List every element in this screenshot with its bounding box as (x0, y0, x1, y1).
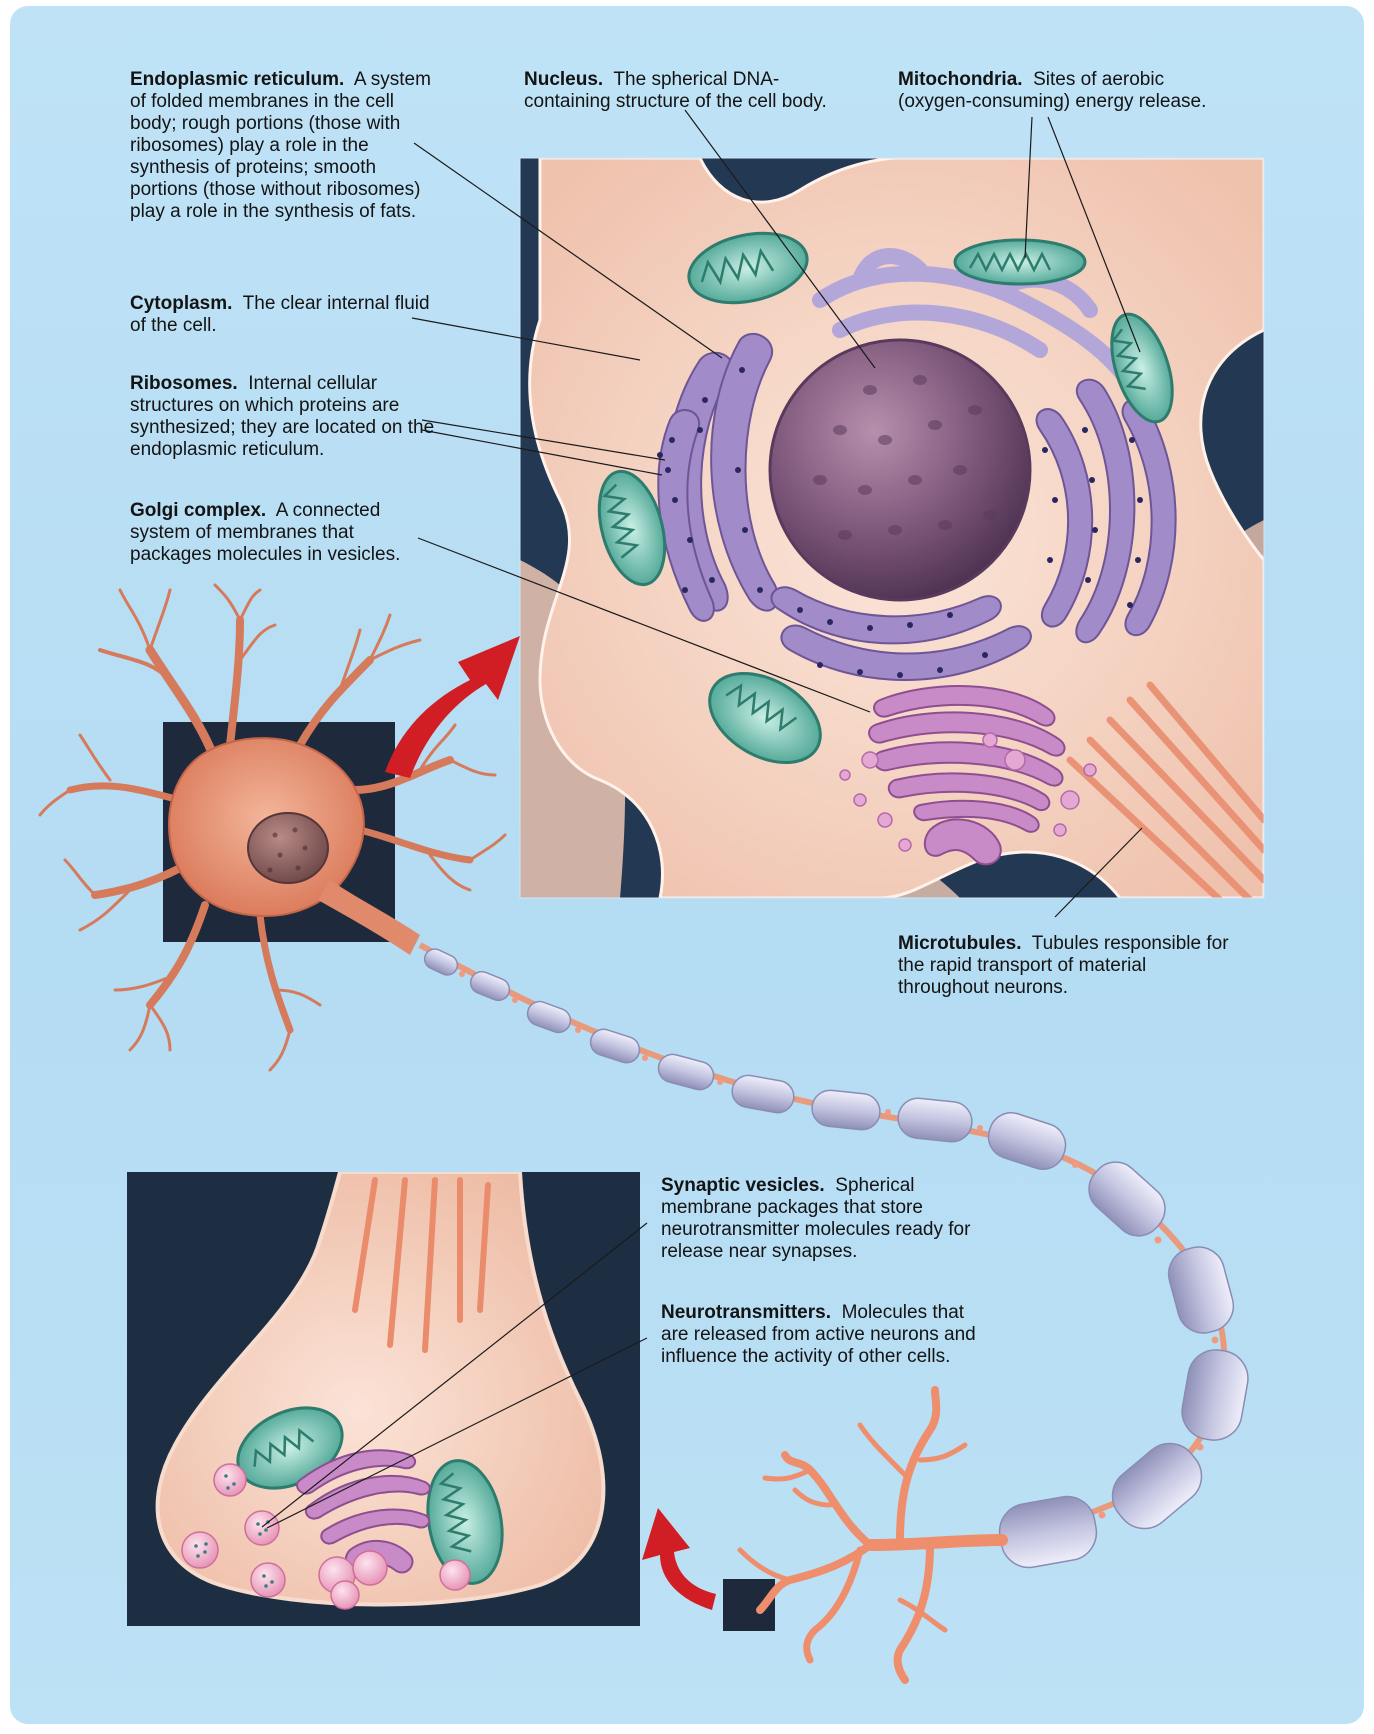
label-mitochondria: Mitochondria. Sites of aerobic (oxygen-c… (898, 69, 1208, 113)
term: Cytoplasm. (130, 293, 232, 314)
term: Ribosomes. (130, 373, 238, 394)
label-microtubules: Microtubules. Tubules responsible for th… (898, 933, 1238, 999)
term: Golgi complex. (130, 500, 266, 521)
term: Neurotransmitters. (661, 1302, 831, 1323)
term: Mitochondria. (898, 69, 1023, 90)
label-cytoplasm: Cytoplasm. The clear internal fluid of t… (130, 293, 440, 337)
mitochondrion (955, 240, 1085, 284)
term: Synaptic vesicles. (661, 1175, 825, 1196)
label-synaptic-vesicles: Synaptic vesicles. Spherical membrane pa… (661, 1175, 991, 1263)
zoom-arrow-lower (642, 1508, 716, 1610)
zoom-arrow-upper (385, 636, 520, 778)
label-golgi-complex: Golgi complex. A connected system of mem… (130, 500, 440, 566)
terminal-zoom-panel (127, 1172, 640, 1626)
label-nucleus: Nucleus. The spherical DNA-containing st… (524, 69, 844, 113)
description: A system of folded membranes in the cell… (130, 69, 431, 222)
soma-nucleus (248, 813, 328, 883)
label-endoplasmic-reticulum: Endoplasmic reticulum. A system of folde… (130, 69, 440, 223)
label-ribosomes: Ribosomes. Internal cellular structures … (130, 373, 450, 461)
term: Nucleus. (524, 69, 603, 90)
cell-body-zoom-panel (520, 158, 1264, 900)
term: Endoplasmic reticulum. (130, 69, 344, 90)
label-neurotransmitters: Neurotransmitters. Molecules that are re… (661, 1302, 991, 1368)
term: Microtubules. (898, 933, 1022, 954)
axon-terminal (740, 1390, 1002, 1680)
nucleus (770, 340, 1030, 600)
